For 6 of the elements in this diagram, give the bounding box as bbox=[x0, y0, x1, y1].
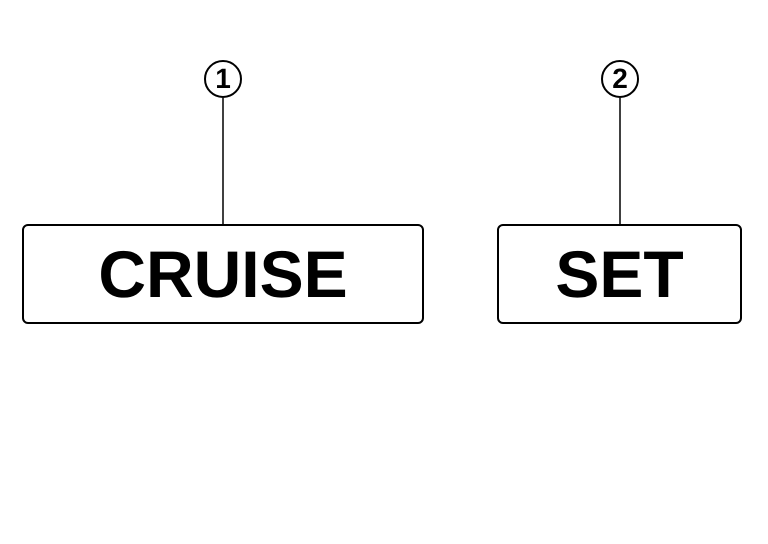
label-plate: CRUISE bbox=[22, 224, 424, 324]
callout-number: 1 bbox=[204, 60, 242, 98]
label-plate: SET bbox=[497, 224, 742, 324]
callout-number: 2 bbox=[601, 60, 639, 98]
leader-line bbox=[222, 98, 224, 224]
leader-line bbox=[619, 98, 621, 224]
